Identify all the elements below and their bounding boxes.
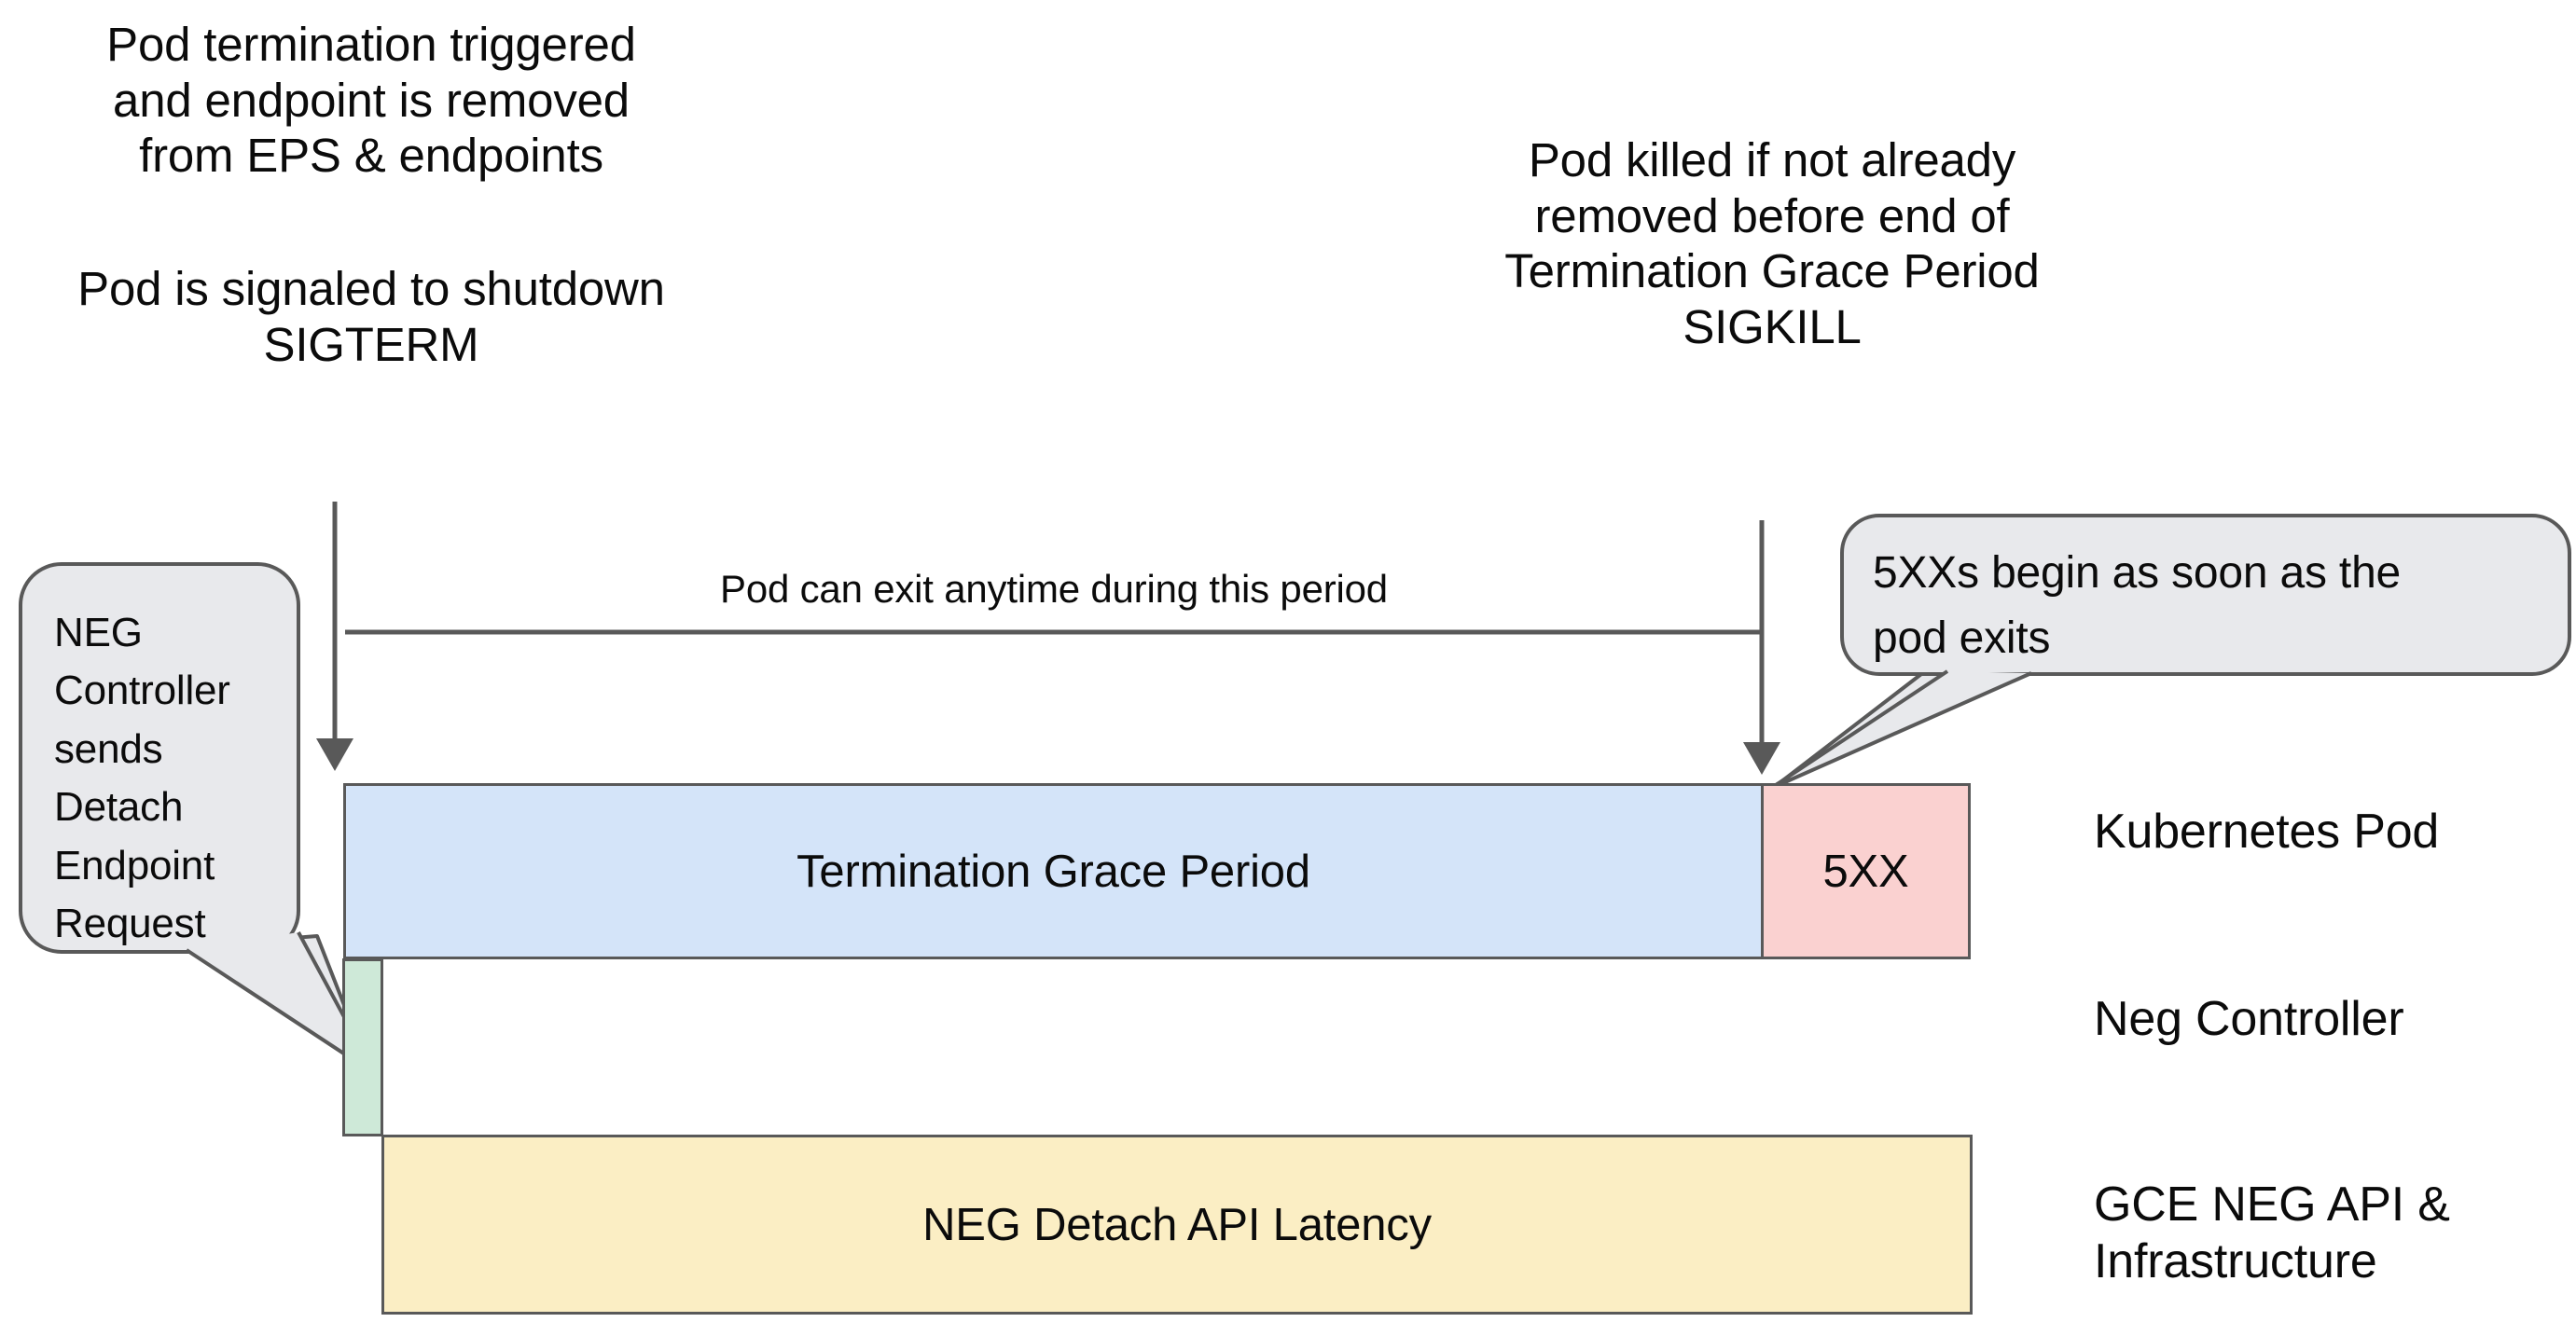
annotation-pod-signaled-sigterm: Pod is signaled to shutdown SIGTERM (77, 262, 665, 371)
annotation-pod-killed-sigkill: Pod killed if not already removed before… (1504, 133, 2040, 353)
pod-exit-window-label: Pod can exit anytime during this period (720, 567, 1388, 611)
lane-label-neg-controller: Neg Controller (2094, 992, 2404, 1046)
five-xx-callout-label: 5XXs begin as soon as the pod exits (1873, 548, 2402, 663)
lane-label-kubernetes-pod: Kubernetes Pod (2094, 805, 2440, 859)
five-xx-bar[interactable]: 5XX (1761, 783, 1971, 959)
annotation-pod-termination-triggered: Pod termination triggered and endpoint i… (106, 18, 636, 183)
neg-detach-api-latency-bar[interactable]: NEG Detach API Latency (381, 1135, 1973, 1315)
lane-label-gce-neg-api: GCE NEG API & Infrastructure (2094, 1178, 2450, 1289)
neg-controller-callout-label: NEG Controller sends Detach Endpoint Req… (54, 610, 230, 947)
termination-grace-period-bar-label: Termination Grace Period (796, 846, 1310, 897)
termination-grace-period-bar[interactable]: Termination Grace Period (343, 783, 1764, 959)
five-xx-bar-label: 5XX (1822, 846, 1909, 897)
neg-controller-bar[interactable] (342, 958, 383, 1136)
neg-detach-api-latency-bar-label: NEG Detach API Latency (922, 1199, 1432, 1250)
